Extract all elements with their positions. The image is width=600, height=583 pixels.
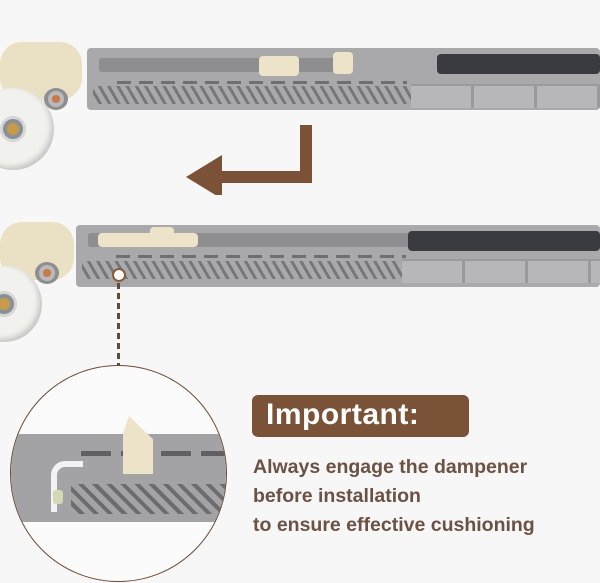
bottom-lattice: [82, 261, 402, 279]
magnified-lattice: [71, 484, 226, 514]
important-title: Important:: [266, 398, 420, 431]
left-arrow-icon: [186, 125, 318, 195]
important-badge: Important:: [252, 395, 469, 437]
bottom-ribs: [402, 259, 600, 283]
instruction-line-1: Always engage the dampener: [253, 456, 528, 478]
bottom-latch: [98, 233, 198, 247]
top-latch: [259, 56, 299, 76]
top-ribs: [411, 84, 600, 108]
bottom-bracket-bolt: [35, 262, 59, 284]
top-bracket-bolt: [44, 88, 68, 110]
top-slot-row: [117, 81, 407, 84]
top-damper-cylinder: [437, 54, 600, 74]
magnified-hook-track: [51, 461, 83, 512]
bottom-latch-tip: [150, 227, 174, 247]
bottom-damper-cylinder: [408, 231, 600, 251]
magnified-detail-circle: [10, 365, 227, 582]
magnified-slot-row: [81, 451, 226, 456]
magnified-latch: [123, 416, 153, 474]
magnified-latch-pin: [53, 490, 63, 504]
top-rail-channel: [99, 58, 339, 72]
top-lattice: [93, 86, 411, 104]
instruction-line-2: before installation: [253, 485, 421, 507]
bottom-rail-body: [76, 225, 600, 287]
engagement-point-marker: [112, 268, 126, 282]
bottom-slot-row: [116, 255, 406, 258]
top-latch-tip: [333, 52, 353, 74]
top-rail-body: [87, 48, 600, 110]
dashed-leader-line: [117, 283, 120, 368]
instruction-line-3: to ensure effective cushioning: [253, 514, 535, 536]
